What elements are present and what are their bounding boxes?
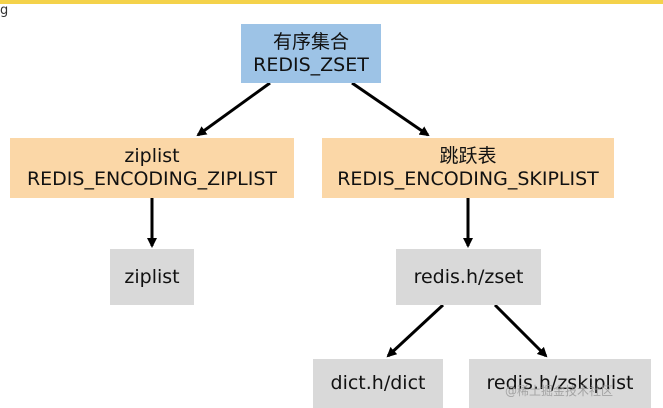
arrow-root-to-ziplist-encoding [196,81,271,137]
root-node-title: 有序集合 [272,30,349,53]
node-zskiplist: redis.h/zskiplist [469,359,651,408]
node-dict: dict.h/dict [313,359,443,408]
encoding-node-skiplist: 跳跃表 REDIS_ENCODING_SKIPLIST [322,138,614,198]
root-node-type: REDIS_ZSET [253,53,369,76]
encoding-node-skiplist-constant: REDIS_ENCODING_SKIPLIST [337,168,599,190]
arrow-zset-to-dict [386,303,445,358]
impl-node-zset: redis.h/zset [396,249,541,305]
encoding-node-ziplist-constant: REDIS_ENCODING_ZIPLIST [26,168,278,190]
encoding-node-ziplist: ziplist REDIS_ENCODING_ZIPLIST [10,138,294,198]
impl-node-zset-label: redis.h/zset [413,265,524,288]
arrow-zset-to-zskiplist [493,303,548,358]
root-node-redis-zset: 有序集合 REDIS_ZSET [241,24,381,83]
encoding-node-ziplist-name: ziplist [124,145,180,167]
arrow-root-to-skiplist-encoding [351,81,430,137]
node-dict-label: dict.h/dict [330,372,426,394]
top-border [0,0,663,4]
impl-node-ziplist: ziplist [110,249,194,305]
watermark: @稀土掘金技术社区 [505,384,614,398]
node-zskiplist-label: redis.h/zskiplist [486,372,634,394]
corner-glyph: g [0,3,9,18]
impl-node-ziplist-label: ziplist [124,265,180,288]
encoding-node-skiplist-name: 跳跃表 [439,145,497,167]
